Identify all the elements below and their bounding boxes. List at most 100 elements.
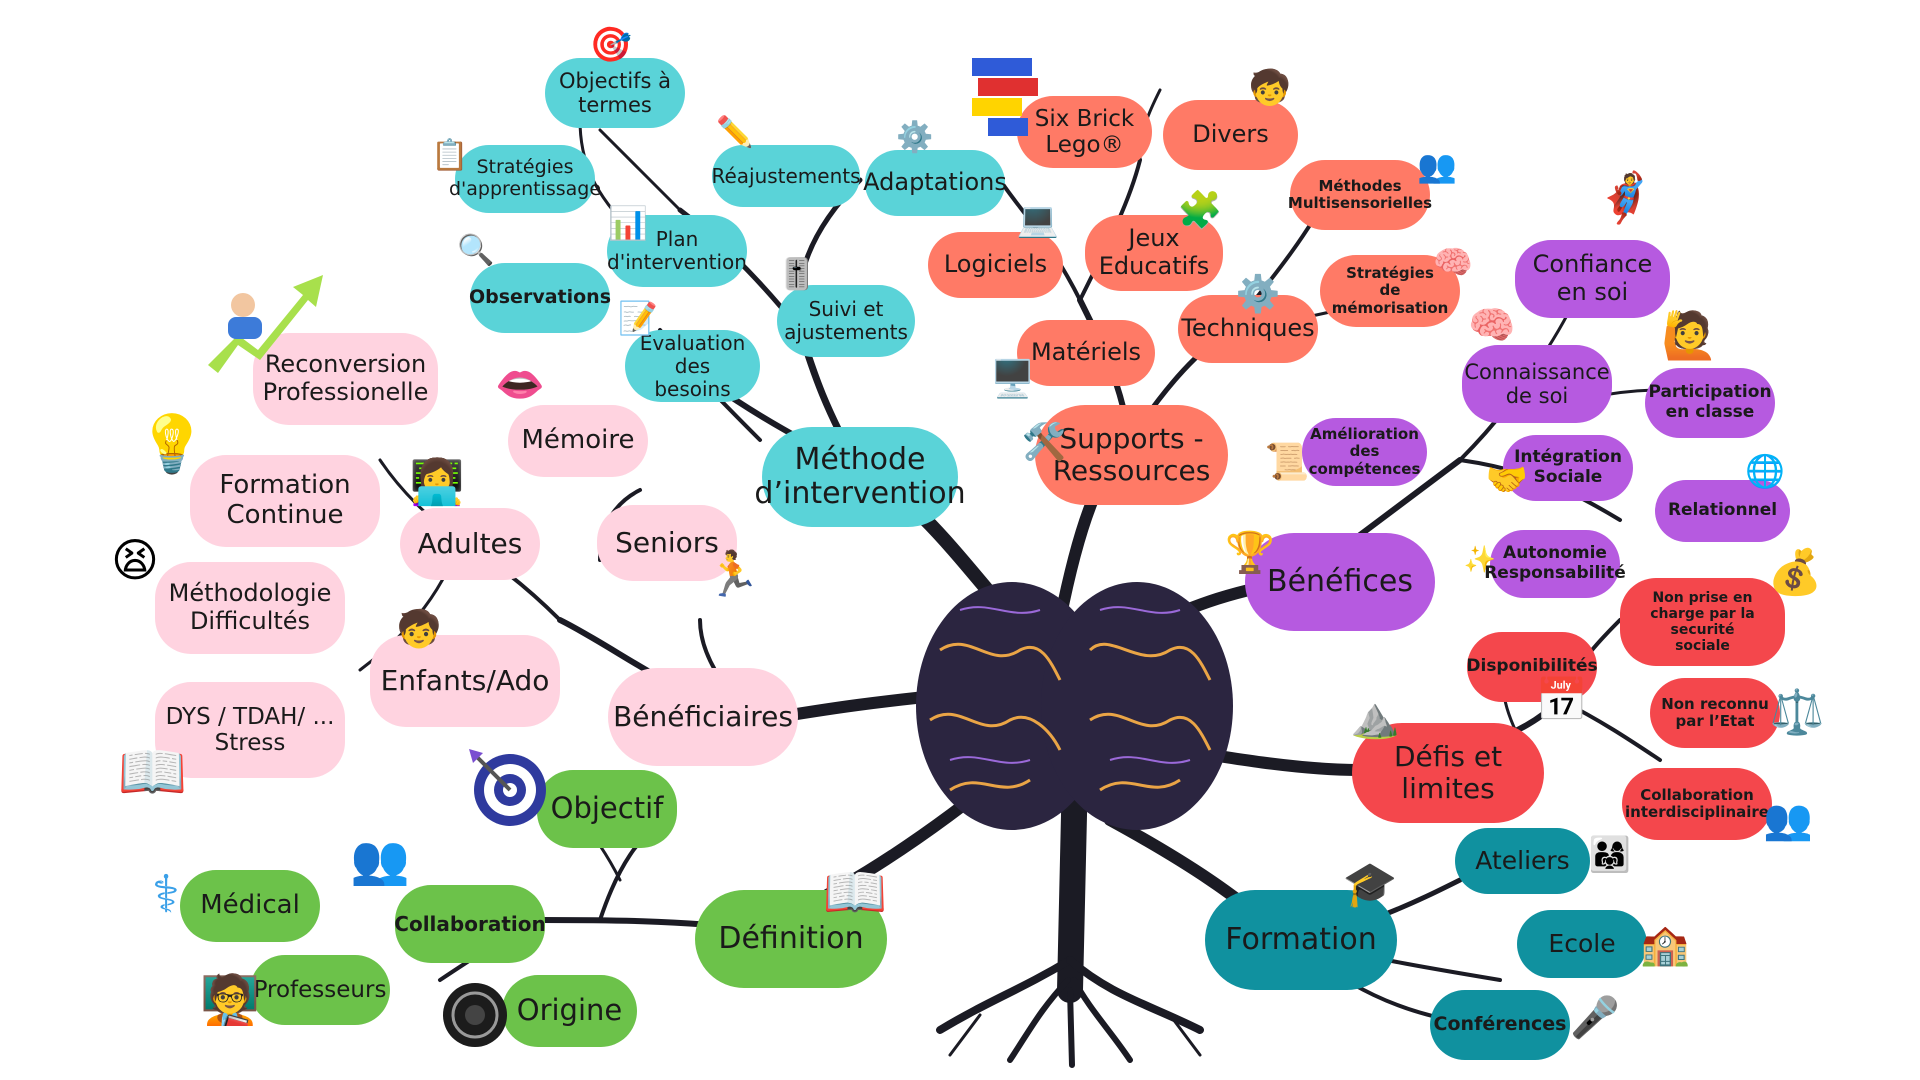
lips-icon: 👄	[495, 362, 545, 408]
growth-arrow-icon	[198, 255, 328, 375]
node-jeux-educatifs: Jeux Educatifs	[1085, 215, 1223, 291]
node-memoire: Mémoire	[508, 405, 648, 477]
node-divers: Divers	[1163, 100, 1298, 170]
tools-icon: 🛠️	[1021, 422, 1067, 463]
gear-document-icon: ⚙️	[896, 120, 934, 155]
brain-icon	[916, 582, 1233, 830]
node-non-reconnu: Non reconnu par l’Etat	[1650, 678, 1780, 748]
schoolboy-icon: 🧒	[396, 609, 442, 650]
caduceus-icon: ⚕	[151, 865, 181, 925]
node-techniques: Techniques	[1178, 295, 1318, 363]
laptop-icon: 💻	[1016, 200, 1060, 240]
mountain-flag-icon: ⛰️	[1350, 695, 1400, 741]
workshop-icon: 👨‍👩‍👧	[1588, 835, 1632, 875]
node-evaluation-besoins: Evaluation des besoins	[625, 330, 760, 402]
node-disponibilites: Disponibilités	[1466, 632, 1598, 702]
calendar-icon: 📅	[1535, 675, 1589, 724]
woman-laptop-icon: 👩‍💻	[409, 457, 465, 508]
node-origine: Origine	[502, 975, 637, 1047]
scale-icon: ⚖️	[1769, 687, 1825, 738]
node-formation-continue: Formation Continue	[190, 455, 380, 547]
node-seniors: Seniors	[597, 505, 737, 581]
teacher-icon: 🧑‍🏫	[200, 972, 260, 1028]
node-methode-intervention: Méthode d’intervention	[754, 427, 966, 527]
memory-board-icon: 🧠	[1433, 243, 1473, 281]
pencils-icon: ✏️	[716, 115, 754, 150]
node-plan-intervention: Plan d'intervention	[607, 215, 747, 287]
coins-icon: 💰	[1767, 547, 1823, 598]
node-amelioration-competences: Amélioration des compétences	[1302, 418, 1427, 486]
node-logiciels: Logiciels	[928, 232, 1063, 298]
open-book-icon: 📖	[822, 863, 888, 923]
node-supports-ressources: Supports - Ressources	[1035, 405, 1228, 505]
node-strategies-memorisation: Stratégies de mémorisation	[1320, 255, 1460, 327]
node-collaboration: Collaboration	[394, 885, 546, 963]
authentic-seal-icon	[440, 980, 510, 1050]
brain-bulb-icon: 💡	[137, 412, 207, 477]
node-confiance-en-soi: Confiance en soi	[1515, 240, 1670, 318]
node-non-prise-en-charge: Non prise en charge par la securité soci…	[1620, 578, 1785, 666]
lego-bricks-icon	[970, 50, 1050, 140]
kids-playing-icon: 🧒	[1248, 68, 1292, 108]
node-professeurs: Professeurs	[250, 955, 390, 1025]
node-connaissance-de-soi: Connaissance de soi	[1462, 345, 1612, 423]
bullseye-icon	[465, 745, 550, 830]
node-adultes: Adultes	[400, 508, 540, 580]
node-observations: Observations	[469, 263, 611, 333]
lego-bricks-svg	[972, 58, 1038, 136]
node-methodologie-difficultes: Méthodologie Difficultés	[155, 562, 345, 654]
node-objectif: Objectif	[537, 770, 677, 848]
certificate-icon: 📜	[1264, 442, 1310, 483]
node-ateliers: Ateliers	[1455, 828, 1590, 894]
authentic-seal-svg	[443, 983, 507, 1047]
node-defis-et-limites: Défis et limites	[1352, 723, 1544, 823]
bar-chart-icon: 📊	[608, 204, 648, 242]
node-enfants-ado: Enfants/Ado	[370, 635, 560, 727]
node-objectifs-a-termes: Objectifs à termes	[545, 58, 685, 128]
desk-materials-icon: 🖥️	[990, 359, 1035, 400]
node-reajustements: Réajustements	[711, 145, 861, 207]
reading-girl-icon: 📖	[117, 739, 188, 805]
node-autonomie-responsabilite: Autonomie Responsabilité	[1484, 530, 1626, 598]
node-reconversion-professionnelle: Reconversion Professionelle	[253, 333, 438, 425]
handshake-icon: 🤝	[1485, 460, 1529, 500]
sliders-icon: 🎚️	[778, 257, 816, 292]
head-brain-icon: 🧠	[1468, 303, 1516, 347]
node-definition: Définition	[695, 890, 887, 988]
growth-arrow-svg	[208, 275, 323, 373]
node-adaptations: Adaptations	[863, 150, 1007, 216]
node-dys-tdah-stress: DYS / TDAH/ ... Stress	[155, 682, 345, 778]
clipboard-icon: 📝	[618, 299, 658, 337]
superhero-icon: 🦸	[1595, 170, 1655, 226]
magnifier-person-icon: 🔍	[457, 233, 495, 268]
network-icon: 🌐	[1745, 452, 1785, 490]
node-suivi-ajustements: Suivi et ajustements	[777, 285, 915, 357]
node-ecole: Ecole	[1517, 910, 1647, 978]
node-participation-en-classe: Participation en classe	[1645, 368, 1775, 438]
node-materiels: Matériels	[1017, 320, 1155, 386]
puzzle-icon: 🧩	[1177, 190, 1223, 231]
stars-icon: ✨	[1463, 545, 1497, 575]
runner-icon: 🏃	[705, 549, 761, 600]
node-strategies-apprentissage: Stratégies d'apprentissage	[449, 145, 601, 213]
node-beneficiaires: Bénéficiaires	[608, 668, 798, 766]
conference-icon: 🎤	[1570, 995, 1620, 1041]
teamwork-icon: 👥	[350, 832, 410, 888]
node-collaboration-interdisciplinaire: Collaboration interdisciplinaire	[1622, 768, 1772, 840]
gears-icon: ⚙️	[1235, 274, 1281, 315]
node-conferences: Conférences	[1430, 990, 1570, 1060]
multisensory-icon: 👥	[1417, 147, 1457, 185]
node-integration-sociale: Intégration Sociale	[1503, 435, 1633, 501]
node-methodes-multisensorielles: Méthodes Multisensorielles	[1288, 160, 1432, 230]
girl-raising-hand-icon: 🙋	[1661, 308, 1719, 362]
node-formation: Formation	[1205, 890, 1397, 990]
classroom-icon: 🏫	[1640, 922, 1690, 968]
graduation-cap-icon: 🎓	[1342, 859, 1398, 910]
bullseye-svg	[469, 749, 546, 826]
meeting-icon: 👥	[1763, 797, 1813, 843]
node-six-brick-lego: Six Brick Lego®	[1017, 96, 1152, 168]
checklist-icon: 📋	[431, 138, 469, 173]
target-icon: 🎯	[589, 25, 633, 65]
